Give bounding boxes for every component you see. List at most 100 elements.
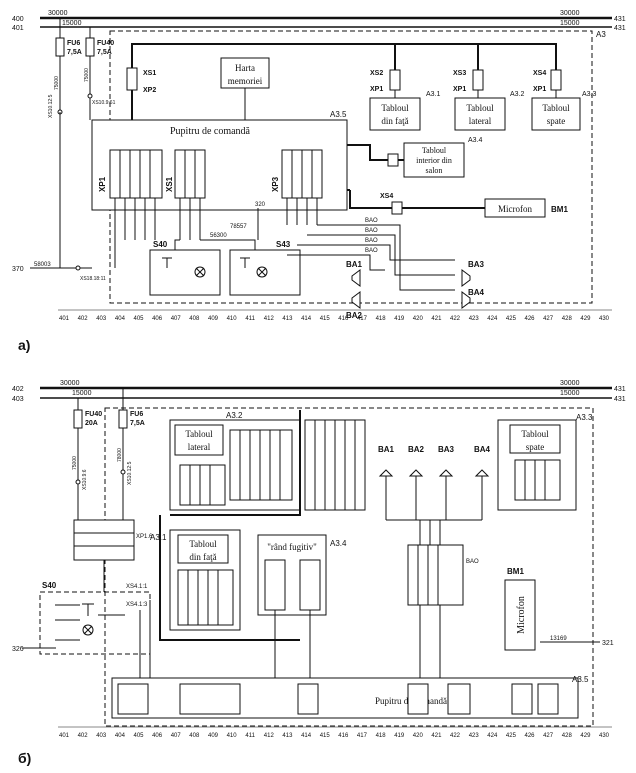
axis-tick-label: 428 <box>562 733 573 739</box>
connector-xp1-6 <box>73 519 135 561</box>
speaker-ba3: BA3 <box>461 260 485 287</box>
svg-text:FU6: FU6 <box>130 411 143 418</box>
fuse-b-fu40: FU40 20A 75000 XS10.9:6 <box>72 398 102 490</box>
axis-tick-label: 427 <box>543 316 554 322</box>
axis-tick-label: 429 <box>580 316 591 322</box>
svg-text:spate: spate <box>526 442 545 452</box>
bus-b-label-15000-r: 15000 <box>560 390 580 397</box>
wire-56300: 56300 <box>210 233 227 239</box>
svg-text:FU40: FU40 <box>85 411 102 418</box>
svg-text:A3.4: A3.4 <box>468 137 483 144</box>
axis-tick-label: 401 <box>59 733 70 739</box>
panel-b-running-text: "rând fugitiv" A3.4 <box>257 534 347 680</box>
panel-box-rear: Tabloul spate A3.3 <box>531 91 597 131</box>
svg-text:interior din: interior din <box>416 156 452 165</box>
microphone-b: Microfon BM1 <box>504 567 536 651</box>
svg-text:Tabloul: Tabloul <box>466 103 494 113</box>
axis-tick-label: 407 <box>171 316 182 322</box>
svg-text:BM1: BM1 <box>507 567 524 576</box>
frame-a3-label: A3 <box>596 30 606 39</box>
axis-tick-label: 422 <box>450 733 461 739</box>
svg-text:78000: 78000 <box>117 448 123 462</box>
panel-box-front: Tabloul din faţă A3.1 <box>369 91 441 131</box>
svg-text:BA2: BA2 <box>346 311 363 320</box>
axis-tick-label: 423 <box>469 316 480 322</box>
bus-b-right-431b: 431 <box>614 396 626 403</box>
bao-block-b: BAO <box>407 520 479 680</box>
axis-tick-label: 411 <box>245 733 255 739</box>
console-b-connectors <box>117 683 559 715</box>
frame-b-label: A3.3 <box>576 413 593 422</box>
wire-326: 326 <box>12 646 24 653</box>
axis-tick-label: 415 <box>320 316 331 322</box>
panel-b-rear: Tabloul spate <box>497 419 577 511</box>
axis-tick-label: 410 <box>227 316 238 322</box>
fuse-fu40-wire: 75000 <box>84 68 90 82</box>
speaker-b-ba4: BA4 <box>474 445 491 477</box>
conn-xs2-label: XS2 <box>370 70 383 77</box>
svg-text:S40: S40 <box>42 581 57 590</box>
panel-b-mid-block <box>304 419 366 511</box>
axis-tick-label: 404 <box>115 316 126 322</box>
conn-xs4-label: XS4 <box>533 70 546 77</box>
fuse-fu40-rating: 7,5A <box>97 49 112 56</box>
memory-box <box>220 57 270 89</box>
svg-text:75000: 75000 <box>72 456 78 470</box>
speaker-b-ba1: BA1 <box>378 445 395 477</box>
svg-text:A3.1: A3.1 <box>150 533 167 542</box>
axis-tick-label: 405 <box>133 316 144 322</box>
axis-tick-label: 401 <box>59 316 70 322</box>
connector-xs1-xp2 <box>126 67 138 91</box>
bus-b-label-15000: 15000 <box>72 390 92 397</box>
svg-text:Microfon: Microfon <box>516 596 527 634</box>
axis-tick-label: 425 <box>506 733 517 739</box>
conn-xp1-6-label: XP1.6 <box>136 534 153 540</box>
ext-370: 370 <box>12 266 24 273</box>
conn-xp1-label-c: XP1 <box>533 86 546 93</box>
panel-a: 400 401 30000 15000 30000 15000 431 431 … <box>12 10 626 353</box>
svg-text:BA1: BA1 <box>378 445 395 454</box>
console-code-b: A3.5 <box>572 675 589 684</box>
axis-tick-label: 413 <box>282 733 293 739</box>
svg-text:BAO: BAO <box>365 218 378 224</box>
connector-block-xp1: XP1 <box>98 149 163 199</box>
switch-s43: S43 <box>229 240 301 296</box>
wire-78557: 78557 <box>230 224 247 230</box>
svg-text:BA3: BA3 <box>438 445 455 454</box>
switch-s43-label: S43 <box>276 240 291 249</box>
svg-text:din faţă: din faţă <box>189 552 216 562</box>
bus-left-400: 400 <box>12 16 24 23</box>
bus-label-30000-right: 30000 <box>560 10 580 17</box>
axis-tick-label: 420 <box>413 733 424 739</box>
svg-text:spate: spate <box>547 116 566 126</box>
svg-text:Tabloul: Tabloul <box>381 103 409 113</box>
axis-tick-label: 412 <box>264 733 275 739</box>
axis-tick-label: 425 <box>506 316 517 322</box>
axis-tick-label: 413 <box>282 316 293 322</box>
axis-tick-label: 417 <box>357 733 368 739</box>
svg-text:XS1: XS1 <box>165 176 174 192</box>
axis-tick-label: 402 <box>78 733 89 739</box>
axis-tick-label: 403 <box>96 733 107 739</box>
fuse-fu40-name: FU40 <box>97 40 114 47</box>
axis-tick-label: 405 <box>133 733 144 739</box>
svg-text:salon: salon <box>426 166 443 175</box>
axis-tick-label: 427 <box>543 733 554 739</box>
console-title-a: Pupitru de comandă <box>170 126 251 137</box>
svg-text:A3.2: A3.2 <box>510 91 525 98</box>
console-code-a: A3.5 <box>330 110 347 119</box>
panel-a-label: a) <box>18 337 30 353</box>
axis-tick-label: 418 <box>376 733 387 739</box>
bus-b-label-30000-r: 30000 <box>560 380 580 387</box>
svg-text:"rând fugitiv": "rând fugitiv" <box>267 542 317 552</box>
conn-xp1-label-b: XP1 <box>453 86 466 93</box>
conn-xp1-label-a: XP1 <box>370 86 383 93</box>
axis-tick-label: 430 <box>599 733 610 739</box>
bus-label-30000: 30000 <box>48 10 68 17</box>
panel-b-label: б) <box>18 750 31 766</box>
axis-tick-label: 414 <box>301 316 312 322</box>
svg-text:A3.3: A3.3 <box>582 91 597 98</box>
panel-b-lateral: Tabloul lateral A3.2 <box>169 411 301 511</box>
svg-text:BAO: BAO <box>365 228 378 234</box>
axis-tick-label: 406 <box>152 316 163 322</box>
